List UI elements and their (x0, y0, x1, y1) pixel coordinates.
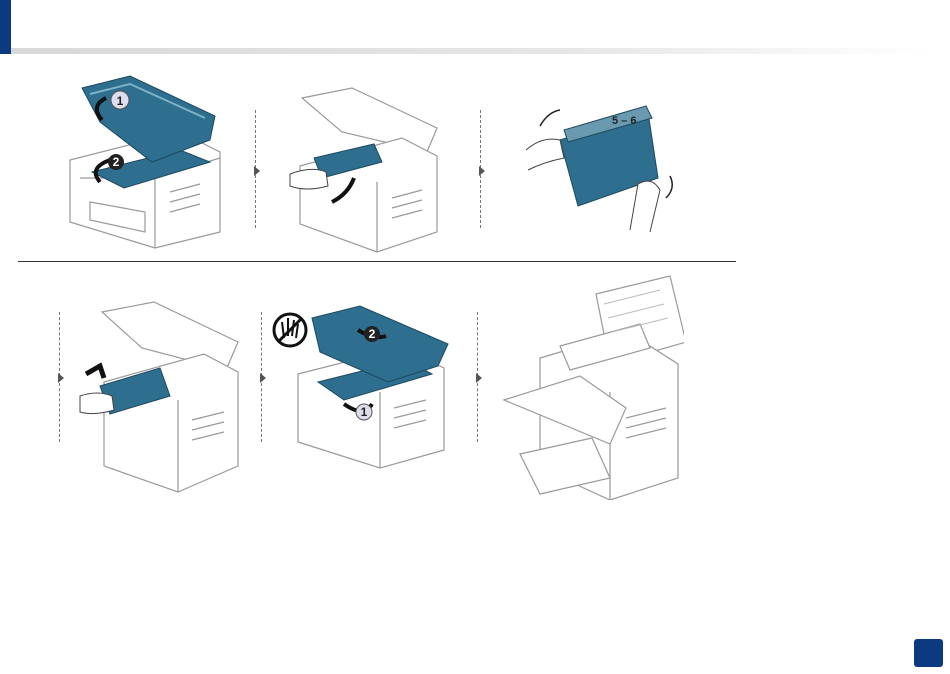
step-close-cover-illustration: 2 1 (268, 300, 454, 470)
section-tab (0, 0, 11, 54)
step-arrow-icon (254, 166, 260, 176)
step-remove-cartridge-illustration (282, 82, 442, 254)
step-open-cover-illustration: 1 2 (60, 72, 230, 250)
step-shake-cartridge-illustration: 5 – 6 (520, 100, 690, 236)
step-arrow-icon (260, 373, 266, 383)
callout-2-label: 2 (369, 327, 376, 341)
step-insert-cartridge-illustration (74, 296, 240, 494)
shake-count-label: 5 – 6 (612, 115, 636, 127)
page-number-badge (914, 639, 943, 667)
callout-1-label: 1 (361, 405, 368, 419)
step-arrow-icon (476, 373, 482, 383)
step-printer-ready-illustration (500, 268, 684, 500)
step-arrow-icon (479, 166, 485, 176)
row-divider (18, 261, 736, 262)
header-rule (11, 48, 931, 54)
callout-1-label: 1 (117, 94, 124, 108)
callout-2-label: 2 (113, 155, 120, 169)
step-arrow-icon (58, 373, 64, 383)
